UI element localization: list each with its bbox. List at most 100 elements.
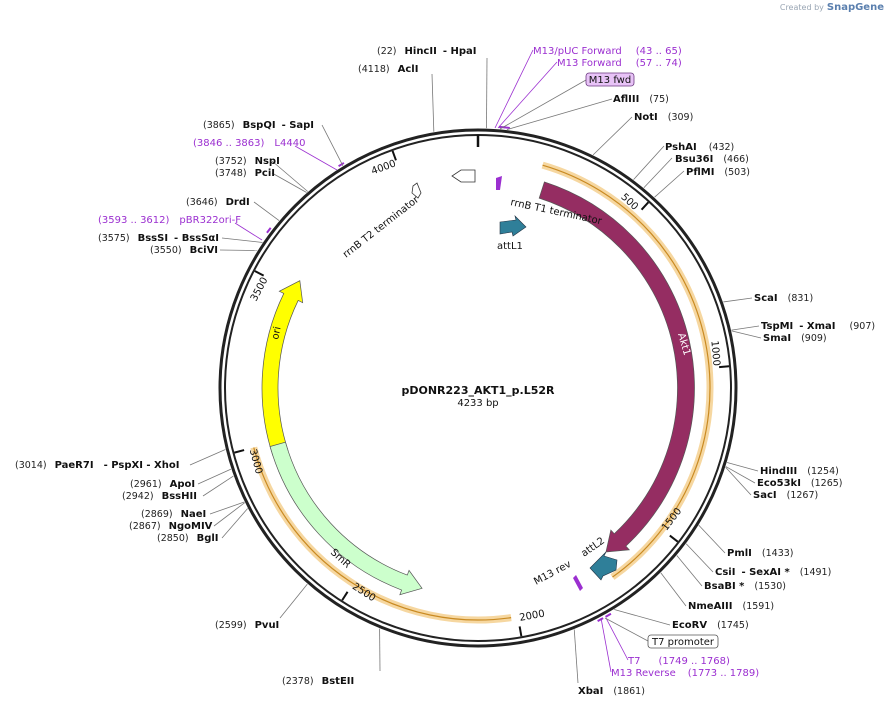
site-label[interactable]: NotI(309) (634, 112, 693, 123)
site-label[interactable]: (3752)NspI (215, 156, 280, 167)
site-label[interactable]: (22)HincII- HpaI (377, 46, 476, 57)
site-label[interactable]: (3550)BciVI (150, 245, 218, 256)
site-leader-line (279, 583, 308, 619)
site-leader-line (654, 170, 685, 198)
site-leader-line (726, 462, 759, 472)
primer-label[interactable]: M13 Forward(57 .. 74) (557, 58, 682, 69)
tick-mark (234, 449, 245, 454)
primer-mark (605, 612, 612, 618)
site-label[interactable]: PshAI(432) (665, 142, 734, 153)
tick-mark (391, 150, 397, 161)
site-label[interactable]: TspMI- XmaI(907) (761, 321, 875, 332)
tick-label: 1500 (660, 506, 684, 533)
site-leader-line (321, 124, 344, 167)
plasmid-length: 4233 bp (457, 398, 498, 409)
site-leader-line (731, 325, 760, 331)
site-label[interactable]: XbaI(1861) (578, 686, 645, 697)
site-label[interactable]: (3014)PaeR7I- PspXI - XhoI (15, 460, 179, 471)
feature-attL1 (499, 215, 527, 237)
site-leader-line (725, 467, 752, 496)
site-label[interactable]: ScaI(831) (754, 293, 813, 304)
site-label[interactable]: (3646)DrdI (186, 197, 250, 208)
site-label[interactable]: (2869)NaeI (141, 509, 206, 520)
feature-label-ori: ori (270, 326, 283, 341)
site-leader-line (197, 468, 232, 485)
site-leader-line (643, 157, 673, 189)
site-leader-line (221, 237, 263, 243)
site-label[interactable]: (3748)PciI (215, 168, 275, 179)
site-labels: (22)HincII- HpaI (4118)AclI AflIII(75) N… (15, 46, 875, 697)
feature-rrnB-T1-terminator (451, 169, 476, 183)
site-label[interactable]: CsiI- SexAI *(1491) (715, 567, 831, 578)
site-label[interactable]: (2599)PvuI (215, 620, 279, 631)
site-label[interactable]: EcoRV(1745) (672, 620, 749, 631)
site-label[interactable]: AflIII(75) (613, 94, 669, 105)
site-leader-line (723, 297, 753, 303)
primer-leader-line (605, 617, 629, 661)
site-label[interactable]: (2961)ApoI (130, 479, 195, 490)
site-label[interactable]: HindIII(1254) (760, 466, 839, 477)
site-label[interactable]: SacI(1267) (753, 490, 818, 501)
site-leader-line (213, 502, 245, 527)
site-leader-line (219, 249, 258, 251)
site-leader-line (685, 543, 714, 573)
site-leader-line (209, 501, 245, 515)
site-label[interactable]: Bsu36I(466) (675, 154, 749, 165)
tick-mark (518, 626, 523, 637)
m13-fwd-box: M13 fwd (585, 72, 635, 87)
orf-highlight-line (542, 164, 711, 578)
tick-label: 2500 (350, 581, 377, 604)
primer-leader-line (494, 49, 534, 129)
primer-label[interactable]: M13/pUC Forward(43 .. 65) (533, 46, 682, 57)
feature-attL2 (589, 551, 618, 581)
site-leader-line (506, 98, 613, 130)
site-leader-line (221, 508, 248, 539)
site-label[interactable]: (3865)BspQI- SapI (203, 120, 314, 131)
primer-mark (338, 162, 345, 168)
site-label[interactable]: NmeAIII(1591) (688, 601, 774, 612)
site-leader-line (731, 330, 762, 339)
site-label[interactable]: (2942)BssHII (122, 491, 197, 502)
primer-label[interactable]: M13 Reverse(1773 .. 1789) (611, 668, 759, 679)
primer-label[interactable]: T7(1749 .. 1768) (627, 656, 730, 667)
primer-mark (597, 617, 604, 622)
feature-primer-site-top (496, 176, 502, 190)
site-label[interactable]: PmlI(1433) (727, 548, 794, 559)
primer-label[interactable]: (3846 .. 3863)L4440 (193, 138, 305, 149)
site-leader-line (725, 466, 756, 484)
tick-label: 3000 (247, 448, 264, 475)
site-leader-line (486, 57, 488, 129)
site-label[interactable]: (3575)BssSI- BssSαI (98, 233, 219, 244)
site-label[interactable]: (2850)BglI (157, 533, 219, 544)
t7-promoter-label: T7 promoter (651, 637, 715, 648)
site-label[interactable]: (2867)NgoMIV (129, 521, 213, 532)
site-label[interactable]: Eco53kI(1265) (757, 478, 843, 489)
leader-lines (189, 49, 762, 684)
site-leader-line (271, 160, 309, 192)
site-leader-line (271, 172, 307, 193)
site-leader-line (676, 555, 703, 587)
site-leader-line (189, 449, 226, 466)
site-leader-line (633, 145, 665, 180)
tick-label: 1000 (708, 340, 721, 366)
t7-promoter-leader (604, 617, 649, 642)
site-label[interactable]: BsaBI *(1530) (704, 581, 786, 592)
site-label[interactable]: SmaI(909) (763, 333, 827, 344)
primer-label[interactable]: (3593 .. 3612)pBR322ori-F (98, 215, 241, 226)
tick-label: 2000 (519, 609, 546, 624)
site-leader-line (614, 609, 671, 626)
tick-label: 3500 (249, 276, 271, 304)
site-label[interactable]: (2378)BstEII (282, 676, 354, 687)
primer-mark (266, 227, 272, 234)
primer-mark (503, 126, 510, 129)
site-label[interactable]: PflMI(503) (686, 167, 750, 178)
site-label[interactable]: (4118)AclI (358, 64, 418, 75)
primer-marks (266, 125, 612, 622)
tick-mark (719, 365, 730, 369)
feature-smr (269, 441, 423, 596)
tick-mark (669, 534, 679, 543)
features (261, 169, 695, 596)
tick-mark (341, 591, 349, 601)
